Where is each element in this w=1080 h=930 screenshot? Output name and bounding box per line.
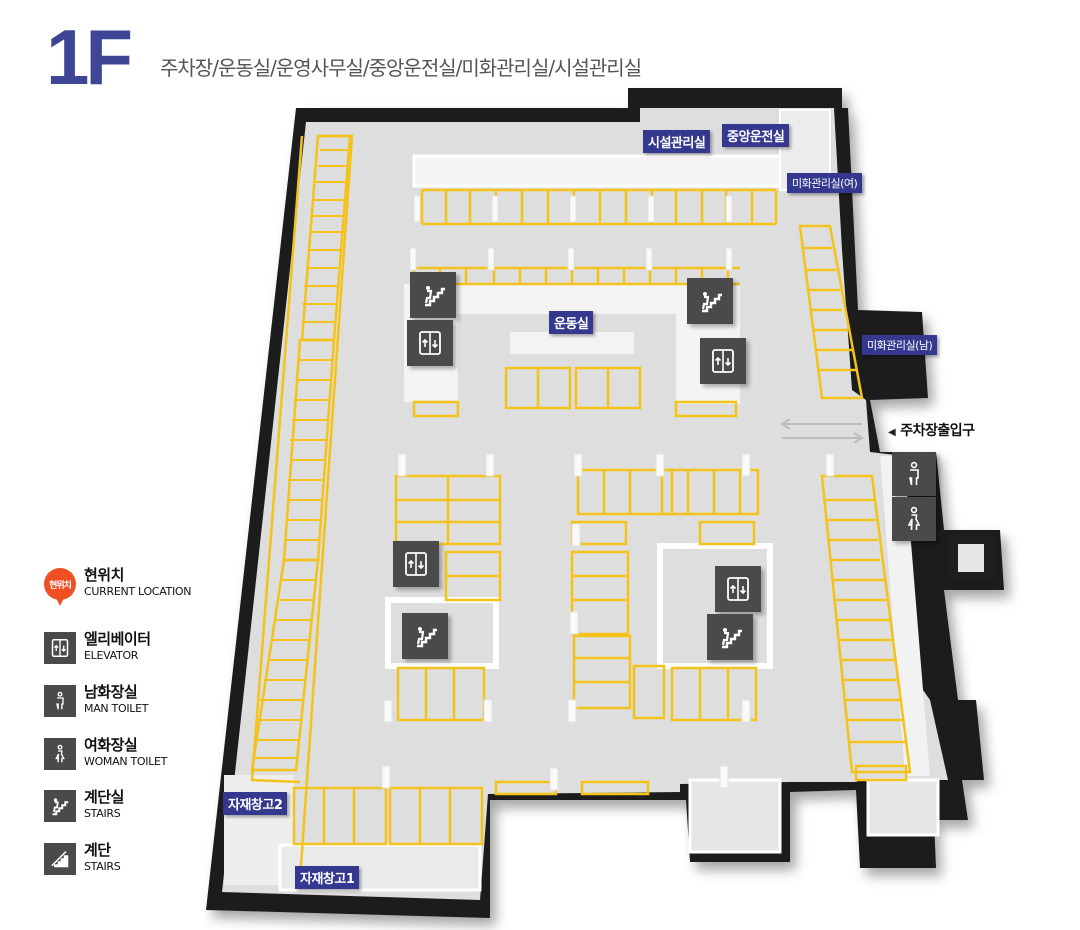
stairs-icon	[410, 272, 456, 318]
elevator-icon	[715, 566, 761, 612]
stairs-icon	[402, 613, 448, 659]
entrance-label: 주차장출입구	[900, 423, 975, 439]
man-toilet-icon	[44, 685, 76, 717]
room-label-facility: 시설관리실	[643, 130, 711, 153]
room-label-storage1: 자재창고1	[295, 866, 360, 889]
elevator-icon	[393, 541, 439, 587]
stairs-icon	[687, 278, 733, 324]
staircase-icon	[44, 843, 76, 875]
entrance-arrow-icon: ◀	[888, 427, 896, 438]
elevator-icon	[407, 320, 453, 366]
woman-toilet-icon	[44, 738, 76, 770]
legend-elevator: 엘리베이터 ELEVATOR	[44, 630, 151, 664]
elevator-icon	[44, 632, 76, 664]
legend-current-location: 현위치 현위치 CURRENT LOCATION	[44, 566, 192, 606]
room-label-central-control: 중앙운전실	[722, 124, 790, 147]
legend-label-en: ELEVATOR	[84, 648, 139, 662]
woman-toilet-icon	[892, 497, 936, 541]
room-label-gym: 운동실	[549, 311, 594, 334]
man-toilet-icon	[892, 452, 936, 496]
room-label-cleaning-women: 미화관리실(여)	[787, 173, 863, 193]
legend-label-ko: 현위치	[84, 566, 124, 584]
parking-entrance: ◀ 주차장출입구	[888, 420, 975, 440]
legend-label-en: MAN TOILET	[84, 701, 149, 715]
floor-number: 1F	[46, 13, 133, 101]
legend-label-en: STAIRS	[84, 859, 121, 873]
legend-label-ko: 계단실	[84, 788, 124, 806]
legend-label-ko: 계단	[84, 841, 111, 859]
legend-stairwell: 계단실 STAIRS	[44, 788, 124, 822]
elevator-icon	[700, 338, 746, 384]
current-location-pin-icon: 현위치	[44, 568, 76, 606]
legend-label-en: WOMAN TOILET	[84, 754, 168, 768]
floor-description: 주차장/운동실/운영사무실/중앙운전실/미화관리실/시설관리실	[160, 56, 642, 80]
legend-woman-toilet: 여화장실 WOMAN TOILET	[44, 736, 168, 770]
room-label-cleaning-men: 미화관리실(남)	[862, 335, 938, 355]
legend-staircase: 계단 STAIRS	[44, 841, 121, 875]
legend-label-ko: 여화장실	[84, 736, 138, 754]
stairs-icon	[707, 614, 753, 660]
legend-label-ko: 엘리베이터	[84, 630, 151, 648]
legend-label-en: CURRENT LOCATION	[84, 584, 192, 598]
legend-label-ko: 남화장실	[84, 683, 138, 701]
legend-man-toilet: 남화장실 MAN TOILET	[44, 683, 149, 717]
stairwell-icon	[44, 790, 76, 822]
room-label-storage2: 자재창고2	[223, 792, 288, 815]
legend-label-en: STAIRS	[84, 806, 121, 820]
